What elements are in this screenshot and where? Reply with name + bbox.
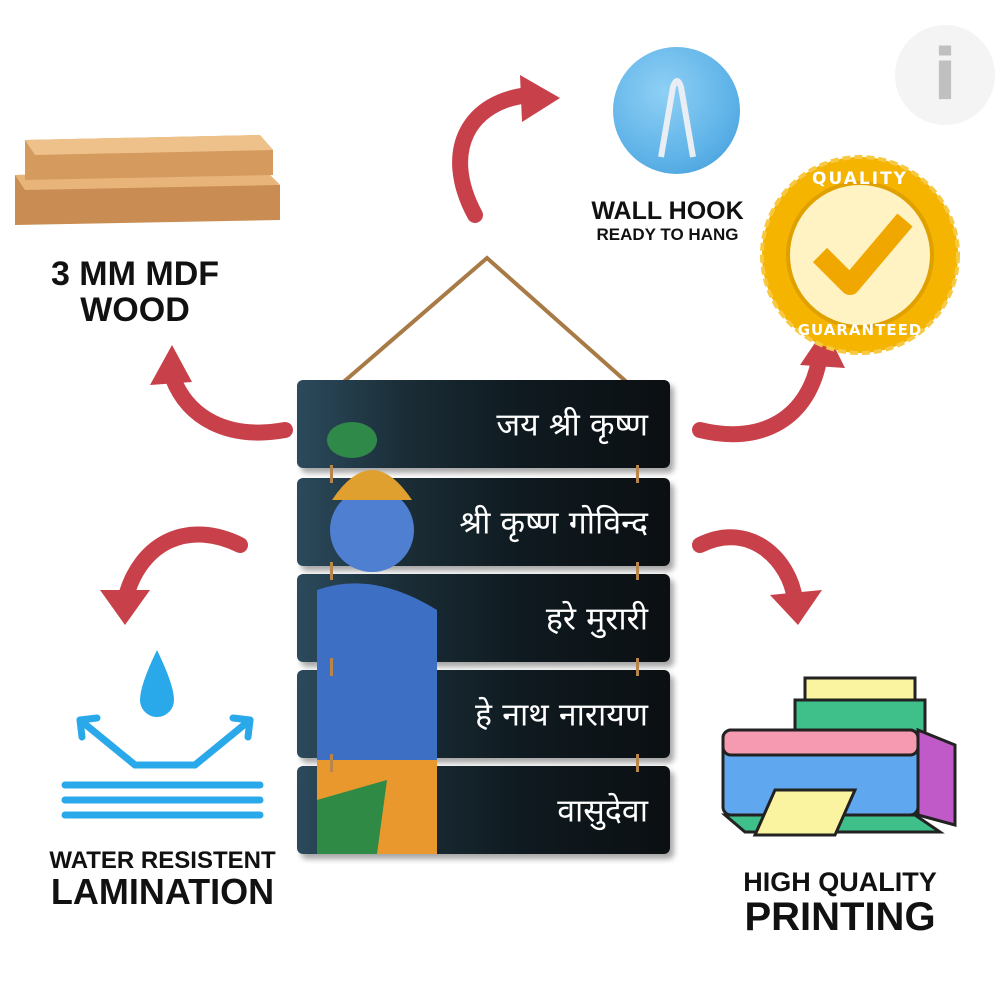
hinge — [636, 465, 639, 483]
wall-hook-title: WALL HOOK — [591, 197, 744, 225]
printing-label-line1: HIGH QUALITY — [743, 867, 937, 897]
hinge — [636, 658, 639, 676]
water-label-line1: WATER RESISTENT — [49, 847, 276, 874]
quality-guaranteed-badge: QUALITY GUARANTEED — [760, 155, 960, 355]
arrow-to-wood — [162, 362, 293, 441]
hinge — [330, 658, 333, 676]
krishna-artwork — [317, 422, 437, 854]
hinge — [636, 562, 639, 580]
wall-hook-icon — [613, 47, 740, 174]
plank-text: जय श्री कृष्ण — [496, 405, 648, 444]
hinge — [330, 465, 333, 483]
wood-label-line1: 3 MM MDF — [50, 255, 220, 293]
badge-bottom-text: GUARANTEED — [797, 321, 923, 339]
hinge — [636, 754, 639, 772]
wood-label: 3 MM MDF WOOD — [10, 255, 260, 329]
plank-text: श्री कृष्ण गोविन्द — [459, 503, 648, 542]
arrowhead — [800, 328, 845, 368]
water-label: WATER RESISTENT LAMINATION — [30, 848, 295, 911]
arrowhead — [100, 590, 150, 625]
badge-top-text: QUALITY — [812, 169, 908, 189]
hinge — [330, 754, 333, 772]
hinge — [330, 562, 333, 580]
plank-text: हे नाथ नारायण — [475, 695, 648, 734]
arrow-to-hook — [452, 87, 538, 223]
arrowhead — [770, 590, 822, 625]
arrowhead — [150, 345, 192, 385]
water-label-line2: LAMINATION — [50, 871, 275, 913]
printer-icon — [720, 676, 957, 837]
brand-logo-letter: i — [933, 34, 957, 116]
arrowhead — [520, 75, 560, 122]
wall-hook-label: WALL HOOK READY TO HANG — [570, 198, 765, 244]
printing-label: HIGH QUALITY PRINTING — [715, 867, 965, 940]
wood-planks-icon — [15, 135, 280, 225]
plank-text: हरे मुरारी — [545, 599, 648, 638]
wall-hook-subtitle: READY TO HANG — [596, 225, 739, 245]
brand-logo: i — [895, 25, 995, 125]
printing-label-line2: PRINTING — [744, 895, 936, 940]
arrow-to-water — [117, 526, 248, 608]
hanging-rope — [338, 255, 632, 387]
plank-text: वासुदेवा — [557, 791, 648, 830]
checkmark-icon — [812, 213, 913, 295]
water-resistant-icon — [61, 650, 264, 819]
wood-label-line2: WOOD — [80, 290, 190, 329]
arrow-to-printer — [692, 529, 803, 608]
arrow-to-badge — [692, 347, 828, 443]
